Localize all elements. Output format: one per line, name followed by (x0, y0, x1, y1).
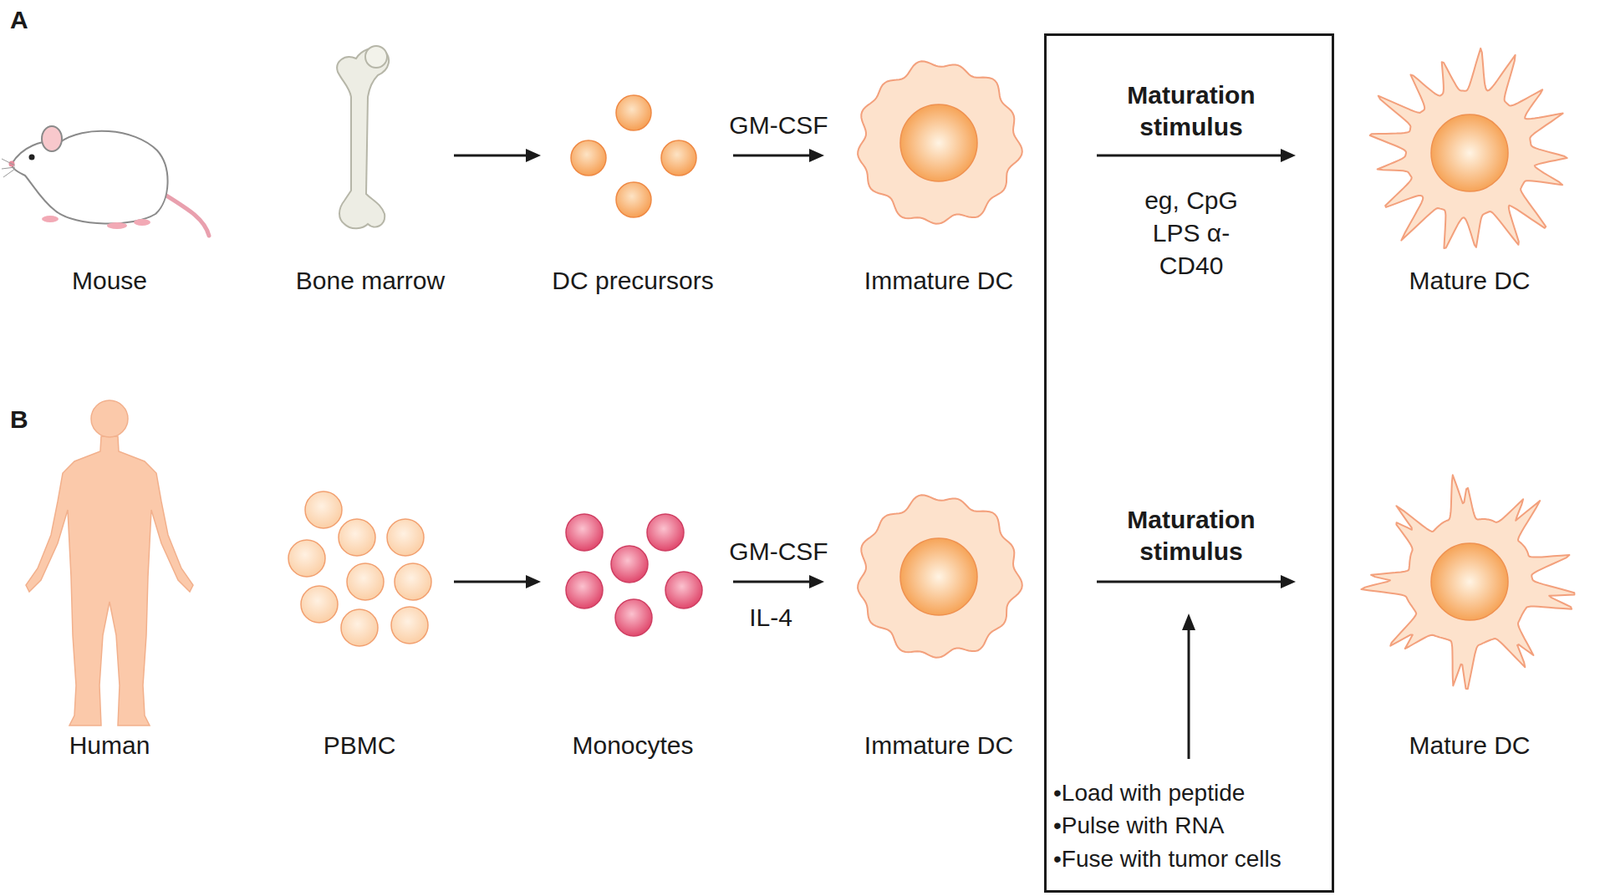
arrow-line (453, 580, 531, 584)
cytokine-label: GM-CSF (726, 111, 831, 140)
cell-nucleus (900, 538, 978, 616)
pbmc-cell (305, 491, 342, 529)
process-arrow (453, 148, 541, 163)
stage-caption: Monocytes (571, 730, 693, 761)
pbmc-cell (387, 519, 424, 556)
loading-arrow (1182, 613, 1196, 760)
cell-stage: DC precursors (540, 117, 734, 301)
pbmc-cell (338, 519, 376, 556)
arrow-head (809, 575, 825, 589)
panel-letter: A (10, 5, 29, 36)
femur-bone (336, 45, 389, 229)
loading-item: •Pulse with RNA (1053, 810, 1224, 841)
human-head (91, 400, 128, 438)
precursor-cell (661, 140, 697, 176)
mouse-figure (1, 126, 209, 236)
stage-caption: Human (69, 730, 151, 761)
arrow-line (1096, 580, 1286, 584)
immature-dc (857, 494, 1023, 658)
cell-stage: PBMC (284, 493, 454, 761)
monocyte-cell (665, 571, 703, 609)
mature-dc (1370, 48, 1568, 249)
cell-stage: Mature DC (1295, 33, 1600, 301)
arrow-line (733, 580, 815, 584)
mature-dc (1360, 474, 1575, 689)
pbmc-cell (341, 609, 378, 647)
human-figure (25, 436, 194, 726)
panel-letter: B (10, 404, 29, 435)
monocyte-cell (565, 514, 603, 551)
arrow-head (525, 148, 541, 163)
loading-item: •Fuse with tumor cells (1053, 844, 1282, 875)
process-arrow (733, 575, 825, 589)
precursor-cell (616, 95, 652, 131)
arrow-line (733, 154, 815, 158)
stage-caption: Mature DC (1408, 265, 1530, 296)
stage-caption: Mouse (71, 265, 148, 296)
cell-stage: Mouse (0, 117, 220, 301)
monocyte-cell (615, 599, 653, 637)
pbmc-cell (288, 540, 326, 577)
arrow-head (1280, 575, 1296, 589)
precursor-cell (616, 182, 652, 218)
cell-stage: Mature DC (1295, 468, 1600, 761)
monocyte-cell (647, 514, 684, 551)
cell-nucleus (900, 104, 978, 182)
cell-stage: Human (0, 392, 220, 761)
cytokine-label: IL-4 (749, 602, 793, 633)
stage-caption: Bone marrow (295, 265, 445, 296)
cytokine-label: GM-CSF (726, 537, 831, 566)
monocyte-cell (611, 545, 648, 583)
arrow-head (809, 148, 825, 163)
pbmc-cell (300, 585, 338, 623)
stimulus-heading: Maturation stimulus (1095, 504, 1288, 568)
cell-nucleus (1431, 543, 1509, 621)
cell-stage: Immature DC (824, 33, 1097, 301)
stimulus-examples: eg, CpG LPS α-CD40 (1132, 183, 1250, 282)
pbmc-cell (394, 563, 432, 601)
cell-stage: Immature DC (824, 468, 1097, 761)
stage-caption: PBMC (323, 730, 397, 761)
cell-stage: Monocytes (540, 493, 734, 761)
precursor-cell (570, 140, 607, 176)
arrow-line (1096, 154, 1286, 158)
stage-caption: Immature DC (864, 730, 1014, 761)
arrow-line (453, 154, 531, 158)
pbmc-cell (391, 606, 429, 644)
process-arrow (1096, 148, 1296, 163)
stage-caption: Immature DC (864, 265, 1014, 296)
pbmc-cell (346, 563, 384, 601)
immature-dc (857, 61, 1023, 224)
stage-caption: Mature DC (1408, 730, 1530, 761)
stage-caption: DC precursors (551, 265, 714, 296)
cell-stage: Bone marrow (295, 33, 454, 301)
arrow-head (525, 575, 541, 589)
cell-nucleus (1431, 114, 1509, 192)
process-arrow (453, 575, 541, 589)
stimulus-box: Maturation stimuluseg, CpG LPS α-CD40Mat… (1044, 33, 1335, 893)
stimulus-heading: Maturation stimulus (1095, 79, 1288, 143)
loading-item: •Load with peptide (1053, 778, 1245, 809)
process-arrow (1096, 575, 1296, 589)
monocyte-cell (565, 571, 603, 609)
process-arrow (733, 148, 825, 163)
arrow-head (1280, 148, 1296, 163)
